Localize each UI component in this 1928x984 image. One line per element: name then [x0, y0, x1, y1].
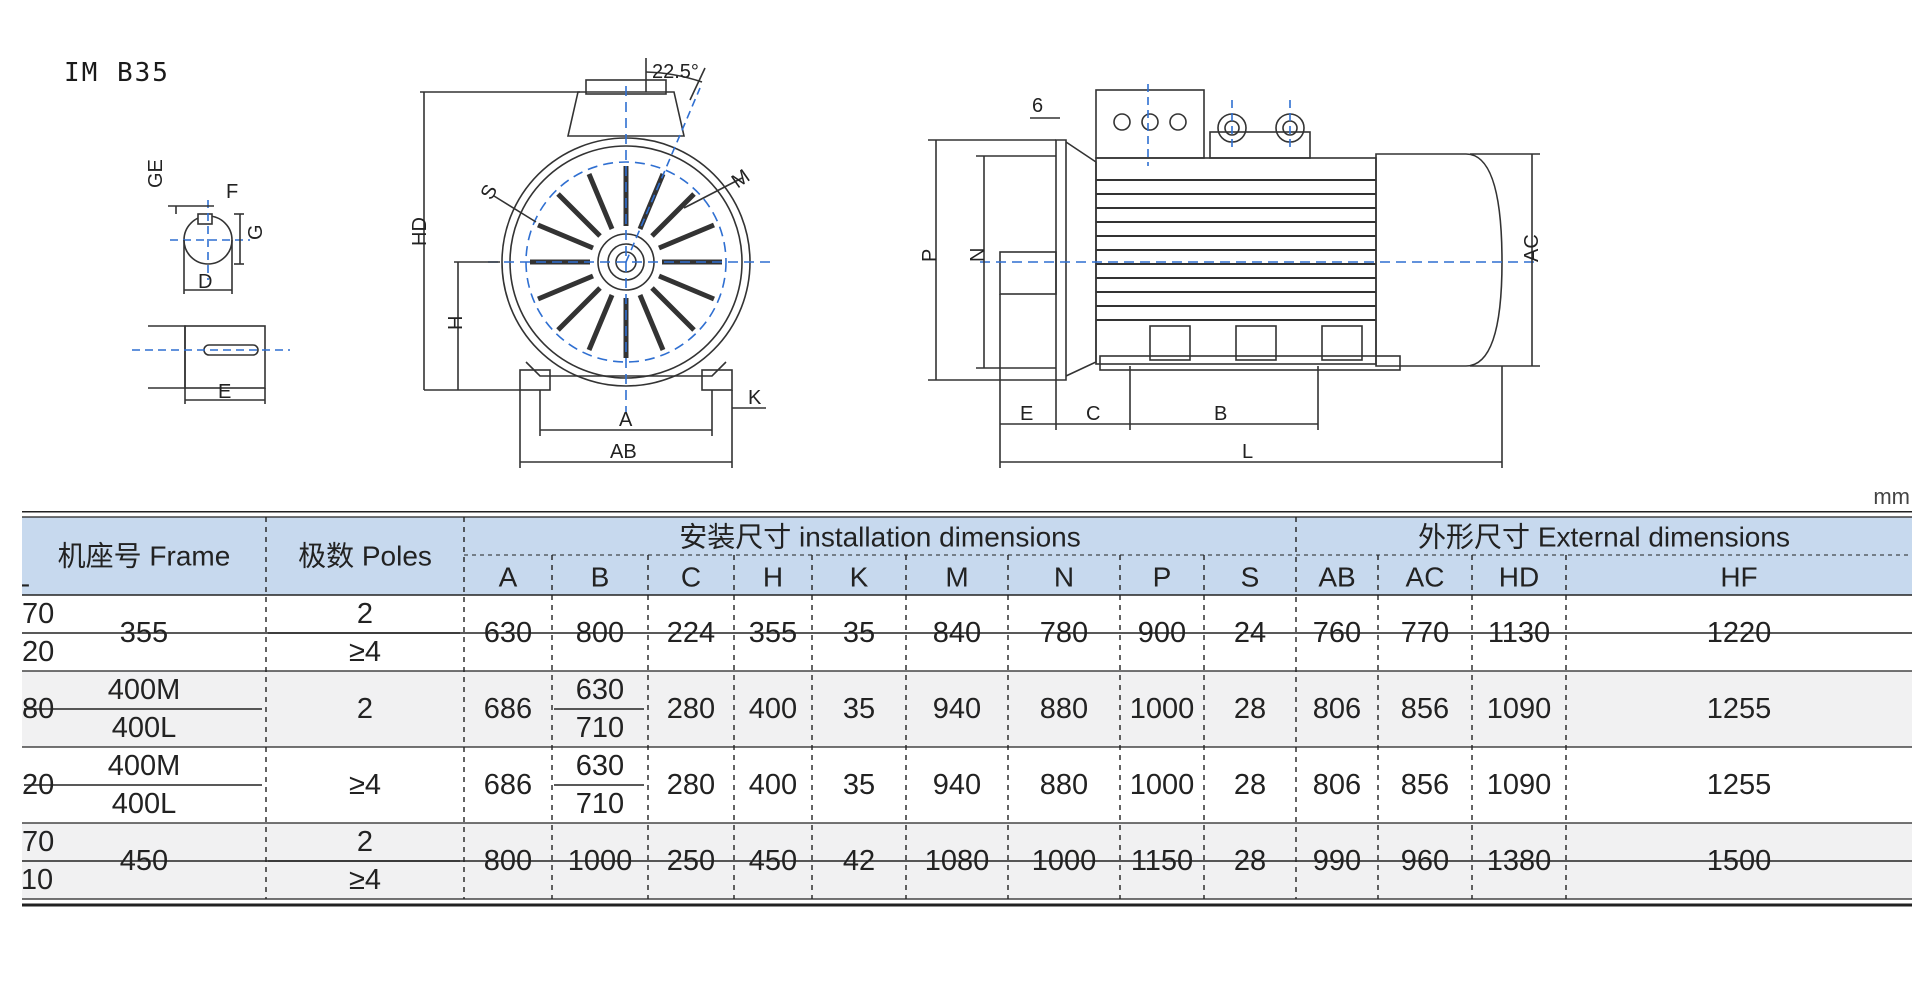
col-header-l: L	[22, 562, 30, 593]
cell-c: 280	[667, 769, 715, 801]
label-b: B	[1214, 403, 1227, 425]
label-ab: AB	[610, 441, 637, 463]
header-external-dimensions: 外形尺寸 External dimensions	[1418, 522, 1790, 553]
label-hd: HD	[409, 217, 431, 246]
row-alt-background	[22, 671, 1912, 747]
label-ac: AC	[1521, 234, 1543, 262]
label-e-shaft: E	[218, 381, 231, 403]
cell-ac: 856	[1401, 693, 1449, 725]
cell-poles: ≥4	[349, 864, 381, 896]
cell-ac: 856	[1401, 769, 1449, 801]
cell-l: 1920	[22, 769, 54, 801]
cell-l: 1880	[22, 693, 54, 725]
header-poles: 极数 Poles	[298, 541, 432, 572]
cell-hf: 1255	[1707, 693, 1772, 725]
label-ge: GE	[145, 159, 167, 188]
unit-label: mm	[1873, 484, 1910, 509]
cell-frame: 400L	[112, 712, 177, 744]
cell-l: 1920	[22, 636, 54, 668]
cell-frame: 400M	[108, 674, 181, 706]
cell-p: 1000	[1130, 769, 1195, 801]
cell-a: 686	[484, 769, 532, 801]
cell-n: 880	[1040, 693, 1088, 725]
col-header-hd: HD	[1499, 562, 1539, 593]
header-background	[22, 517, 1912, 595]
cell-b: 710	[576, 788, 624, 820]
cell-h: 400	[749, 693, 797, 725]
cell-poles: ≥4	[349, 769, 381, 801]
cell-frame: 400L	[112, 788, 177, 820]
cell-l: 1870	[22, 598, 54, 630]
col-header-h: H	[763, 562, 783, 593]
label-n: N	[967, 248, 989, 262]
label-l: L	[1242, 441, 1253, 463]
col-header-m: M	[945, 562, 968, 593]
cell-n: 880	[1040, 769, 1088, 801]
cell-s: 28	[1234, 769, 1266, 801]
cell-b: 630	[576, 674, 624, 706]
cell-k: 35	[843, 693, 875, 725]
cell-hd: 1090	[1487, 693, 1552, 725]
shaft-end-detail	[132, 200, 290, 404]
label-s: S	[476, 181, 502, 204]
cell-m: 940	[933, 693, 981, 725]
label-f: F	[226, 181, 238, 203]
header-installation-dimensions: 安装尺寸 installation dimensions	[679, 522, 1081, 553]
label-p: P	[919, 249, 941, 262]
cell-h: 400	[749, 769, 797, 801]
cell-a: 686	[484, 693, 532, 725]
label-angle: 22.5°	[652, 61, 699, 83]
dimension-drawings: GE F G D E	[132, 58, 1543, 468]
label-c: C	[1086, 403, 1100, 425]
label-k: K	[748, 387, 762, 409]
cell-hf: 1255	[1707, 769, 1772, 801]
label-h: H	[445, 316, 467, 330]
col-header-ac: AC	[1406, 562, 1445, 593]
dimension-table: 机座号 Frame 极数 Poles 安装尺寸 installation dimen…	[22, 511, 1912, 907]
motor-side-view	[928, 84, 1540, 468]
cell-frame: 400M	[108, 750, 181, 782]
col-header-ab: AB	[1318, 562, 1355, 593]
cell-hd: 1090	[1487, 769, 1552, 801]
col-header-c: C	[681, 562, 701, 593]
cell-c: 280	[667, 693, 715, 725]
col-header-a: A	[499, 562, 518, 593]
cell-s: 28	[1234, 693, 1266, 725]
cell-ab: 806	[1313, 769, 1361, 801]
label-six: 6	[1032, 95, 1043, 117]
cell-ab: 806	[1313, 693, 1361, 725]
cell-p: 1000	[1130, 693, 1195, 725]
cell-poles: ≥4	[349, 636, 381, 668]
cell-b: 710	[576, 712, 624, 744]
header-frame: 机座号 Frame	[58, 541, 231, 572]
label-m: M	[728, 165, 754, 193]
label-g: G	[245, 224, 267, 240]
cell-k: 35	[843, 769, 875, 801]
col-header-hf: HF	[1720, 562, 1757, 593]
label-e-side: E	[1020, 403, 1033, 425]
col-header-p: P	[1153, 562, 1172, 593]
label-d: D	[198, 271, 212, 293]
motor-front-view	[420, 58, 770, 468]
col-header-n: N	[1054, 562, 1074, 593]
mounting-code: IM B35	[64, 58, 170, 88]
cell-poles: 2	[357, 826, 373, 858]
col-header-s: S	[1241, 562, 1260, 593]
cell-l: 2110	[22, 864, 53, 896]
col-header-b: B	[591, 562, 610, 593]
cell-b: 630	[576, 750, 624, 782]
col-header-k: K	[850, 562, 869, 593]
cell-poles: 2	[357, 693, 373, 725]
label-a: A	[619, 409, 633, 431]
cell-m: 940	[933, 769, 981, 801]
cell-poles: 2	[357, 598, 373, 630]
